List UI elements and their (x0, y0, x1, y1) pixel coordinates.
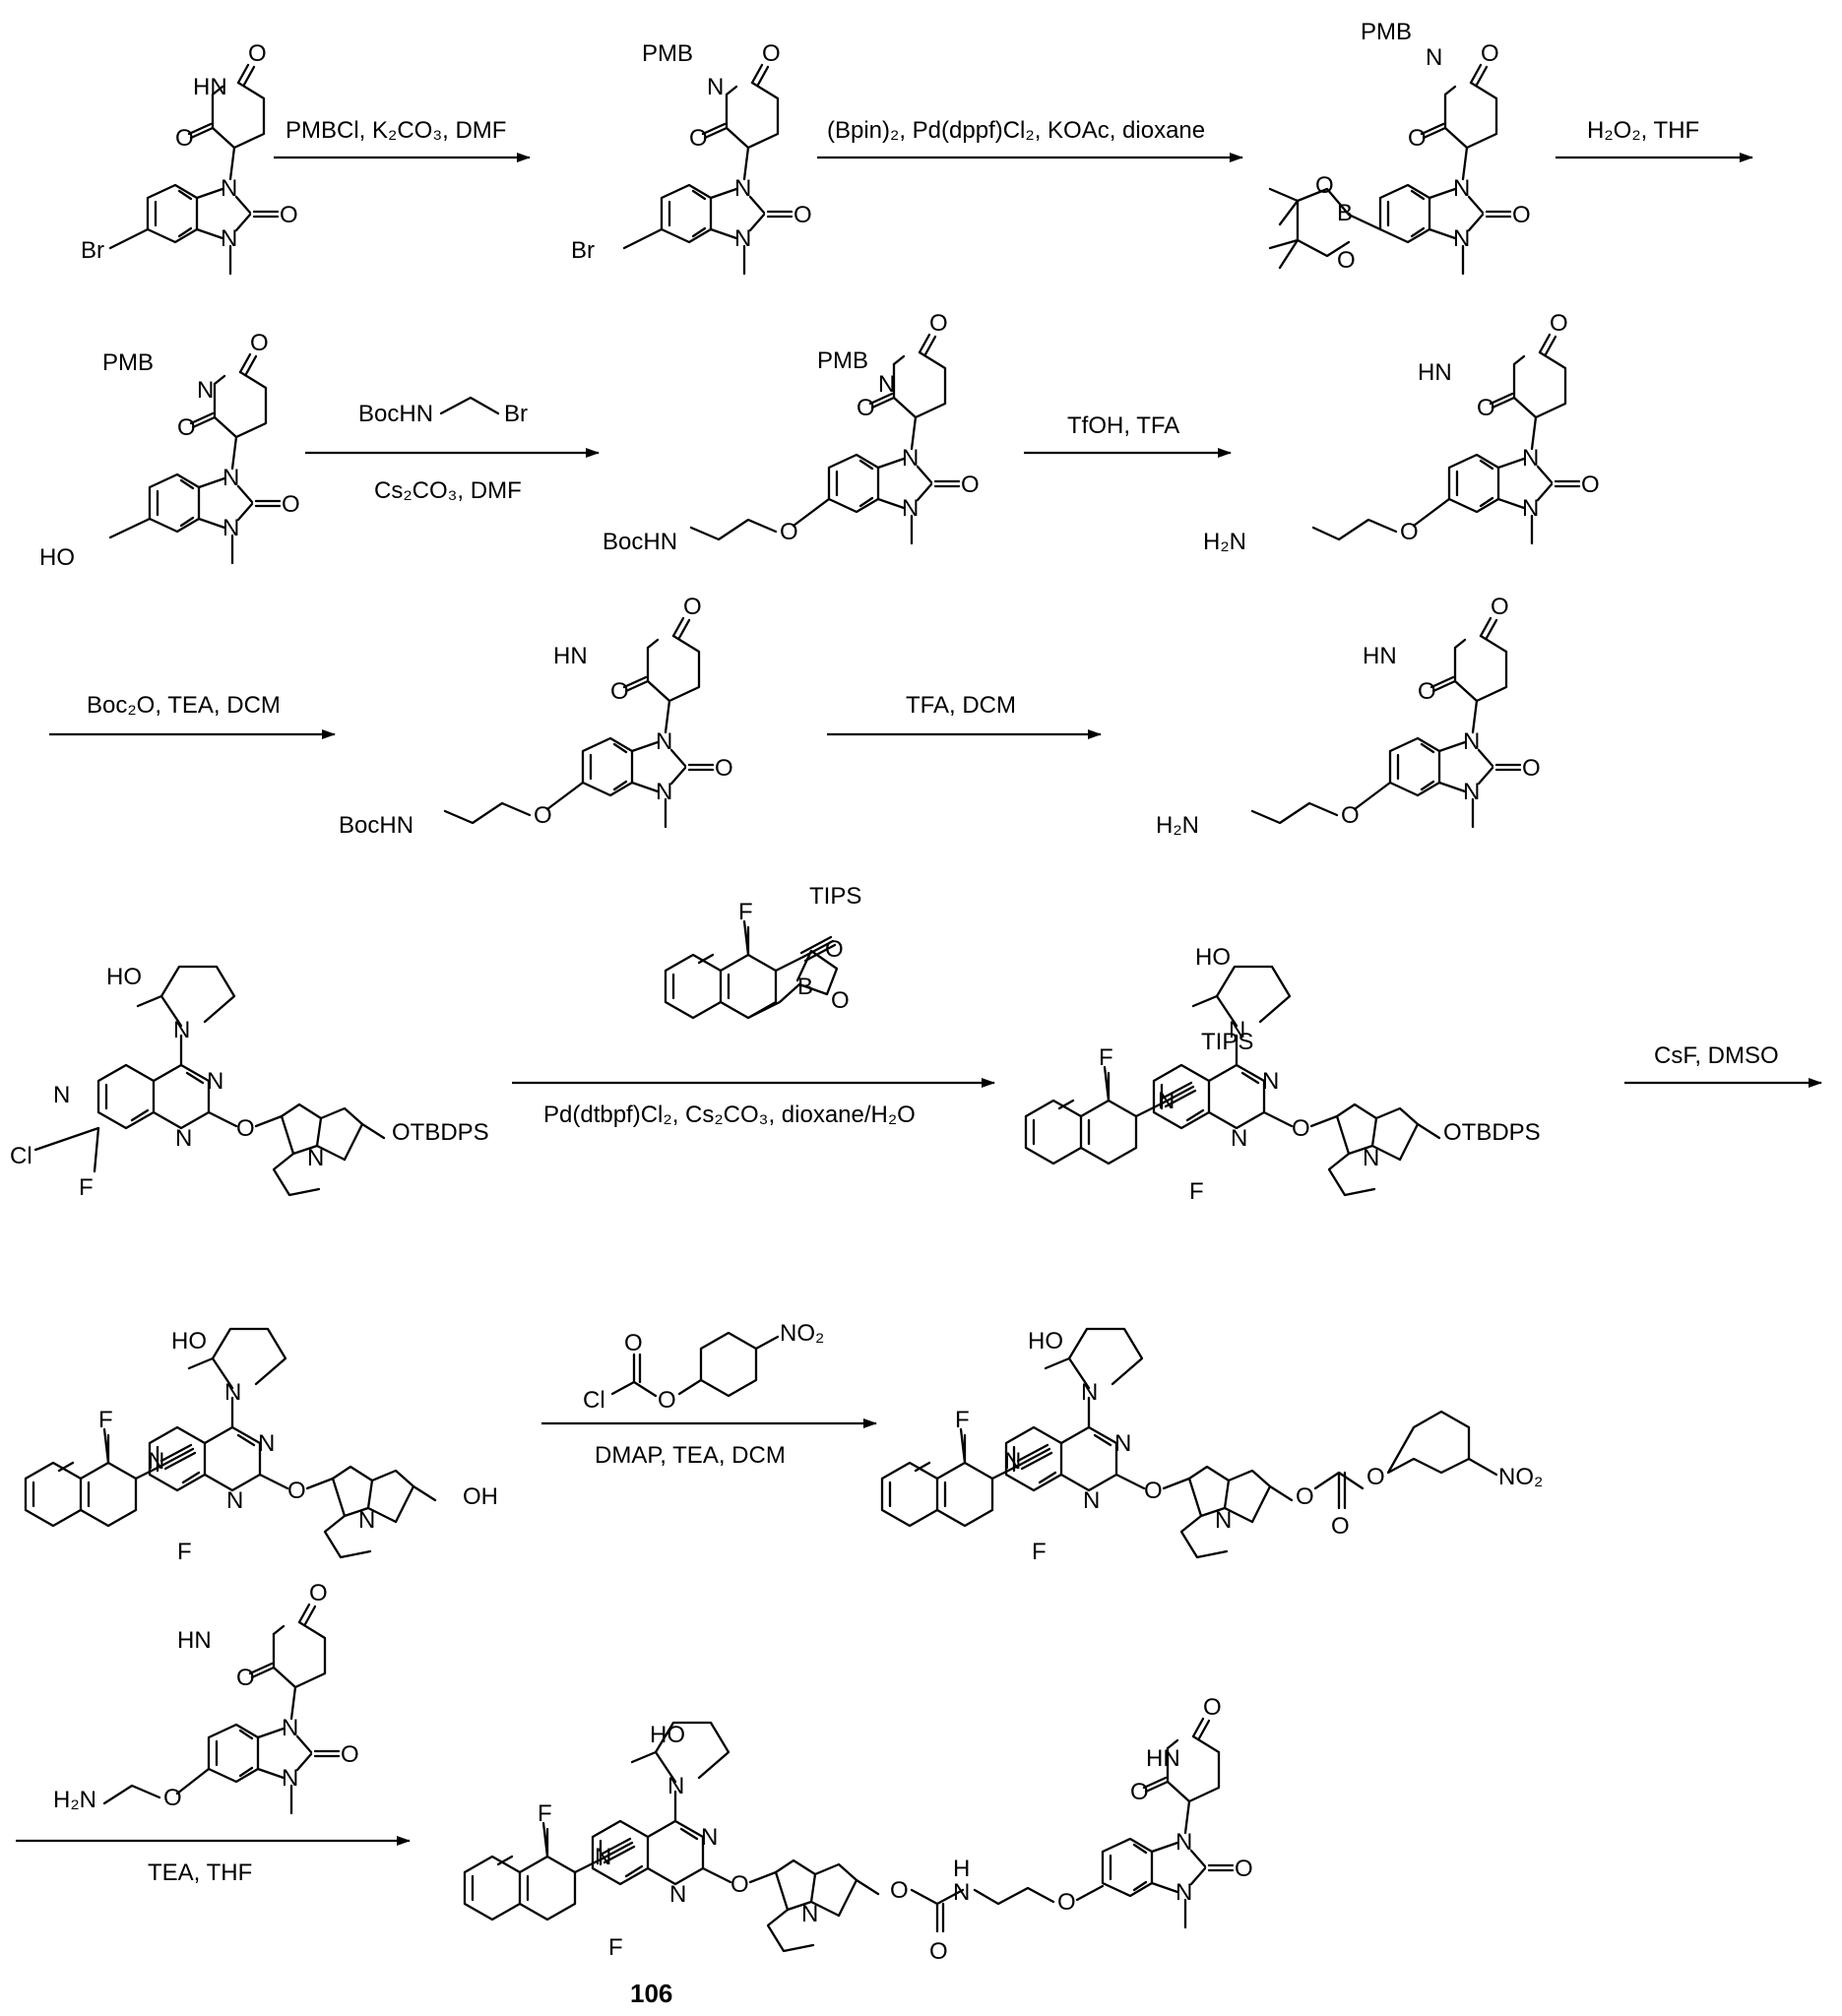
svg-text:H₂N: H₂N (1156, 812, 1199, 839)
svg-text:F: F (79, 1174, 94, 1201)
svg-text:HO: HO (106, 964, 142, 990)
svg-text:N: N (197, 377, 214, 404)
svg-text:PMB: PMB (642, 40, 693, 67)
compound-pmb-bromo: Br PMB N (571, 40, 812, 274)
svg-text:H₂N: H₂N (1203, 529, 1246, 555)
svg-text:N: N (953, 1879, 970, 1906)
step-8-conditions: Pd(dtbpf)Cl₂, Cs₂CO₃, dioxane/H₂O (543, 1102, 916, 1128)
svg-text:O: O (890, 1877, 909, 1904)
svg-text:N: N (707, 74, 724, 100)
svg-text:PMB: PMB (817, 347, 868, 374)
svg-text:O: O (1315, 172, 1334, 199)
svg-text:Br: Br (571, 237, 595, 264)
svg-text:N: N (1004, 1448, 1021, 1475)
compound-106: N F HO O O H N O HN 106 (465, 1694, 1253, 2008)
svg-text:PMB: PMB (102, 349, 154, 376)
svg-text:OH: OH (463, 1483, 498, 1510)
step-9-conditions: CsF, DMSO (1654, 1042, 1779, 1069)
compound-bromo-imide: Br HN (81, 40, 298, 274)
compound-chloro-kras: N Cl F HO OTBDPS (10, 964, 489, 1201)
svg-text:HN: HN (553, 643, 588, 669)
svg-text:BocHN: BocHN (339, 812, 413, 839)
svg-text:O: O (1366, 1464, 1385, 1490)
svg-text:BocHN: BocHN (603, 529, 677, 555)
svg-text:BocHN: BocHN (358, 401, 433, 427)
svg-text:HN: HN (1363, 643, 1397, 669)
svg-text:N: N (148, 1448, 164, 1475)
compound-boc-protected: O BocHN HN (339, 594, 733, 839)
compound-amine: O H₂N HN (1203, 310, 1600, 555)
svg-text:PMB: PMB (1361, 19, 1412, 45)
svg-text:B: B (1337, 200, 1353, 226)
svg-text:O: O (1341, 802, 1360, 829)
svg-text:OTBDPS: OTBDPS (392, 1119, 489, 1146)
compound-boronate: B O O PMB N (1270, 19, 1531, 274)
compound-activated-carbonate: N F HO O O O NO₂ (882, 1328, 1543, 1565)
svg-text:F: F (608, 1934, 623, 1961)
compound-alcohol: N F HO OH (26, 1328, 498, 1565)
svg-text:Cl: Cl (10, 1143, 32, 1169)
svg-text:TIPS: TIPS (1201, 1029, 1253, 1055)
svg-text:HO: HO (650, 1722, 685, 1748)
svg-text:O: O (163, 1785, 182, 1811)
step-1-conditions: PMBCl, K₂CO₃, DMF (286, 117, 506, 144)
svg-text:H: H (953, 1856, 970, 1882)
compound-tips-coupled: N F HO TIPS OTBDPS (1026, 944, 1541, 1205)
reagent-naphthyl-boronate: B O O TIPS (666, 883, 861, 1018)
reagent-boc-bromoethylamine: BocHN Br (358, 398, 528, 427)
svg-text:O: O (780, 519, 798, 545)
step-2-conditions: (Bpin)₂, Pd(dppf)Cl₂, KOAc, dioxane (827, 117, 1205, 144)
svg-text:N: N (878, 371, 895, 398)
step-3-conditions: H₂O₂, THF (1587, 117, 1699, 144)
svg-text:HN: HN (193, 74, 227, 100)
svg-text:O: O (1057, 1889, 1076, 1916)
svg-text:O: O (624, 1330, 643, 1356)
svg-text:H₂N: H₂N (53, 1787, 96, 1813)
compound-boc-ether: O BocHN PMB N (603, 310, 980, 555)
step-10-conditions: DMAP, TEA, DCM (595, 1442, 786, 1469)
svg-text:HO: HO (39, 544, 75, 571)
svg-text:Cl: Cl (583, 1387, 605, 1414)
step-11-conditions: TEA, THF (148, 1859, 252, 1886)
svg-text:F: F (1032, 1539, 1047, 1565)
svg-text:N: N (53, 1082, 70, 1108)
svg-text:Br: Br (504, 401, 528, 427)
svg-text:O: O (1337, 247, 1356, 274)
compound-amine-linker: O H₂N HN (1156, 594, 1541, 839)
svg-text:O: O (825, 936, 844, 963)
svg-text:N: N (1158, 1088, 1175, 1114)
reagent-amine-linker: O H₂N HN (53, 1580, 359, 1813)
svg-text:NO₂: NO₂ (780, 1320, 824, 1347)
svg-text:HO: HO (171, 1328, 207, 1354)
svg-text:N: N (1426, 44, 1442, 71)
step-6-conditions: Boc₂O, TEA, DCM (87, 692, 281, 719)
svg-text:O: O (1400, 519, 1419, 545)
svg-text:O: O (1331, 1513, 1350, 1540)
svg-text:HO: HO (1028, 1328, 1063, 1354)
svg-text:O: O (534, 802, 552, 829)
svg-text:NO₂: NO₂ (1498, 1464, 1543, 1490)
svg-text:O: O (1296, 1483, 1314, 1510)
svg-text:HO: HO (1195, 944, 1231, 971)
svg-text:HN: HN (1418, 359, 1452, 386)
svg-text:O: O (929, 1938, 948, 1965)
svg-text:O: O (658, 1387, 676, 1414)
step-4-conditions: Cs₂CO₃, DMF (374, 477, 522, 504)
svg-text:OTBDPS: OTBDPS (1443, 1119, 1541, 1146)
reagent-nitrophenyl-chloroformate: Cl O O NO₂ (583, 1320, 824, 1414)
svg-text:F: F (177, 1539, 192, 1565)
svg-text:B: B (797, 974, 813, 1000)
svg-text:HN: HN (177, 1627, 212, 1654)
svg-text:TIPS: TIPS (809, 883, 861, 910)
compound-number-106: 106 (630, 1979, 672, 2008)
svg-text:Br: Br (81, 237, 104, 264)
compound-phenol: HO PMB N (39, 330, 300, 571)
step-5-conditions: TfOH, TFA (1067, 412, 1179, 439)
svg-text:HN: HN (1146, 1745, 1180, 1772)
step-7-conditions: TFA, DCM (906, 692, 1016, 719)
svg-text:F: F (1189, 1178, 1204, 1205)
svg-text:N: N (595, 1844, 611, 1870)
svg-text:O: O (831, 987, 850, 1014)
